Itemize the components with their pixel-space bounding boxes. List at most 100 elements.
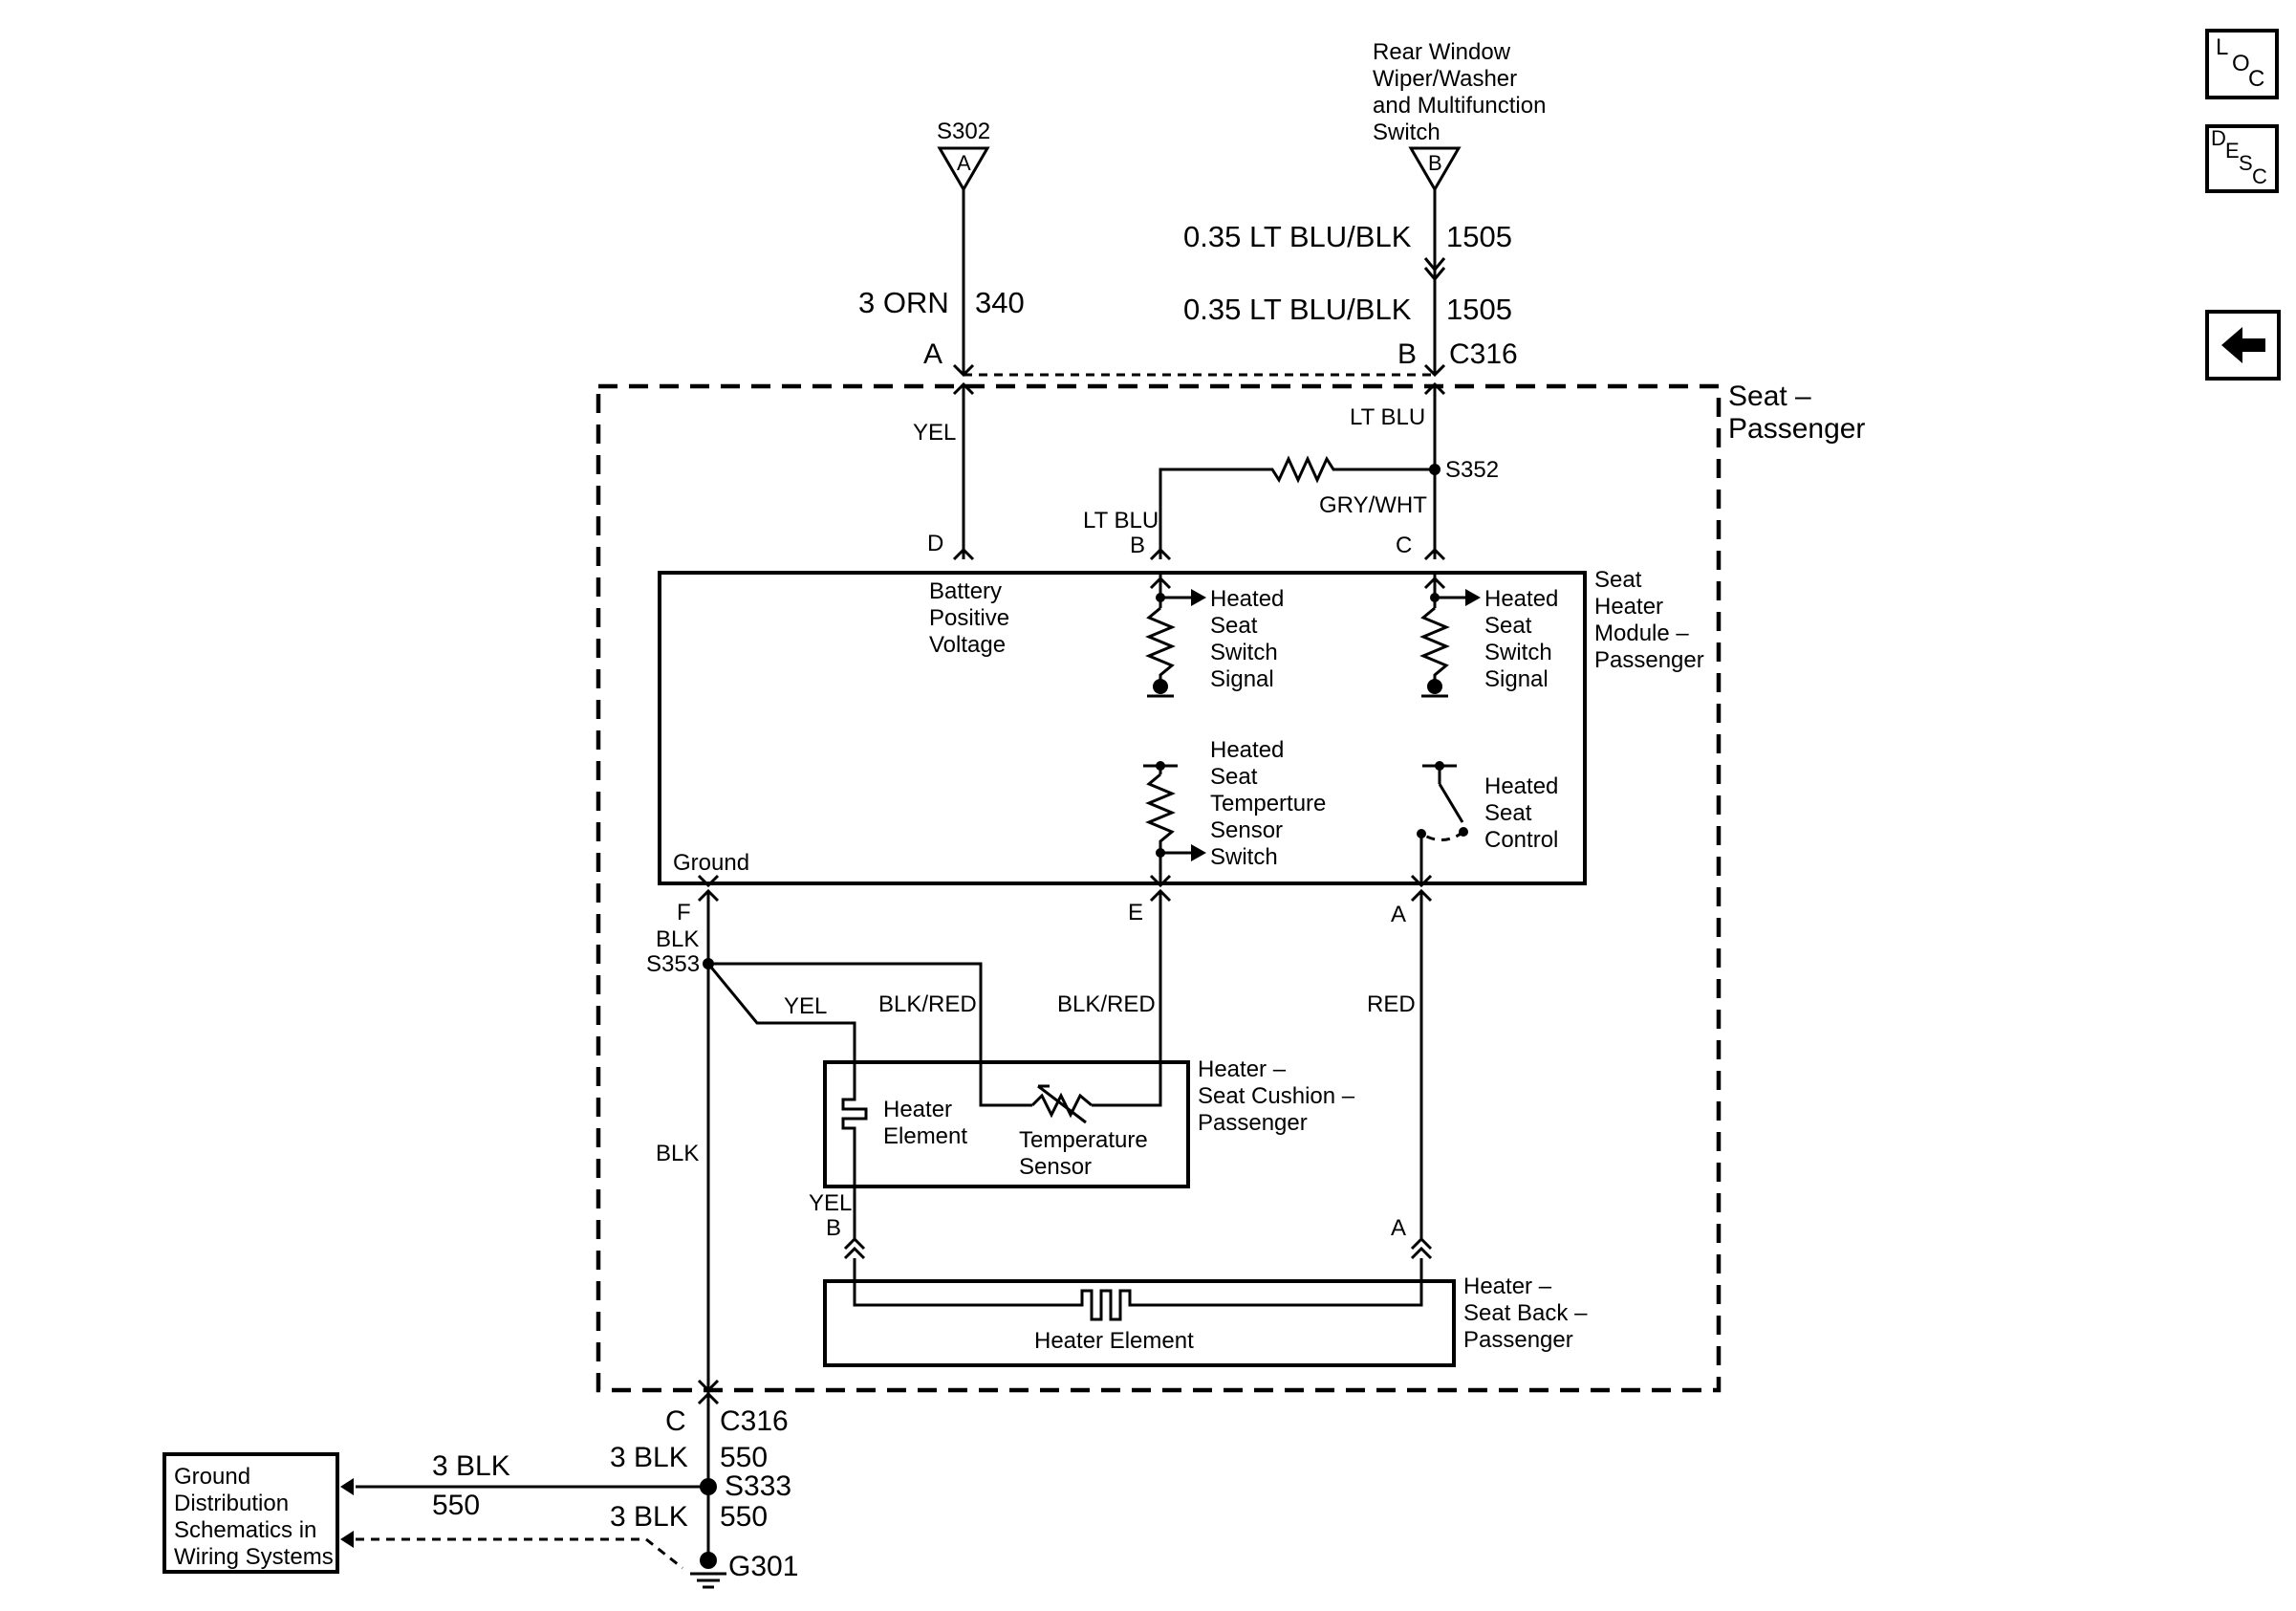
svg-text:BLK: BLK (656, 926, 699, 952)
svg-text:Module –: Module – (1594, 620, 1689, 646)
svg-text:Control: Control (1484, 827, 1558, 853)
c316-top-label: C316 (1449, 338, 1518, 370)
svg-text:Passenger: Passenger (1463, 1327, 1573, 1353)
svg-text:S: S (2239, 151, 2253, 175)
svg-text:Sensor: Sensor (1019, 1154, 1092, 1180)
svg-text:Voltage: Voltage (929, 632, 1006, 658)
svg-text:Rear Window: Rear Window (1373, 39, 1511, 65)
svg-text:LT BLU: LT BLU (1083, 508, 1159, 533)
svg-text:Distribution: Distribution (174, 1491, 289, 1516)
svg-text:Switch: Switch (1373, 120, 1440, 145)
svg-text:YEL: YEL (784, 993, 827, 1019)
svg-text:Switch: Switch (1210, 844, 1278, 870)
svg-text:Seat: Seat (1210, 764, 1258, 790)
svg-text:and Multifunction: and Multifunction (1373, 93, 1546, 119)
svg-text:GRY/WHT: GRY/WHT (1319, 492, 1427, 518)
svg-text:D: D (927, 531, 943, 556)
cushion-heater-element-icon (841, 1090, 868, 1239)
svg-text:B: B (1428, 151, 1442, 175)
heated-seat-temperature-sensor-switch: Heated Seat Temperture Sensor Switch (1143, 737, 1326, 883)
svg-text:C: C (1396, 533, 1412, 558)
svg-text:L: L (2216, 34, 2228, 60)
svg-text:Passenger: Passenger (1594, 647, 1704, 673)
heater-seat-back (823, 1279, 1456, 1367)
svg-text:O: O (2232, 51, 2250, 76)
left-arrow-icon (2221, 327, 2265, 363)
svg-text:LT BLU: LT BLU (1350, 404, 1425, 430)
svg-text:Wiper/Washer: Wiper/Washer (1373, 66, 1517, 92)
svg-text:Ground: Ground (174, 1464, 250, 1490)
s302-connector: S302 A (937, 119, 990, 192)
svg-text:Passenger: Passenger (1728, 413, 1865, 445)
heated-seat-switch-signal-2: Heated Seat Switch Signal (1419, 573, 1558, 698)
ground-g301-icon (690, 1552, 726, 1589)
seat-heater-module (658, 571, 1587, 885)
svg-text:Heater: Heater (883, 1097, 952, 1122)
heated-seat-control-switch: Heated Seat Control (1417, 761, 1558, 883)
svg-text:Heater –: Heater – (1463, 1274, 1552, 1299)
svg-text:Seat: Seat (1210, 613, 1258, 639)
svg-text:S352: S352 (1445, 457, 1499, 483)
svg-text:Ground: Ground (673, 850, 749, 876)
wire-label-lt-blu-upper: 0.35 LT BLU/BLK (1183, 220, 1412, 253)
svg-text:Switch: Switch (1484, 640, 1552, 665)
ground-distribution-link[interactable]: Ground Distribution Schematics in Wiring… (162, 1452, 339, 1574)
svg-text:Heated: Heated (1210, 586, 1284, 612)
svg-text:Heater: Heater (1594, 594, 1663, 620)
svg-text:C: C (2252, 164, 2267, 188)
svg-text:S333: S333 (725, 1470, 791, 1502)
desc-button[interactable]: D E S C (2205, 124, 2279, 193)
svg-text:B: B (1397, 338, 1417, 370)
svg-text:BLK: BLK (656, 1141, 699, 1166)
svg-text:Seat: Seat (1594, 567, 1642, 593)
svg-text:BLK/RED: BLK/RED (1057, 991, 1156, 1017)
svg-text:Positive: Positive (929, 605, 1009, 631)
svg-text:B: B (826, 1215, 841, 1241)
svg-text:3 BLK: 3 BLK (432, 1450, 510, 1482)
circuit-340: 340 (975, 286, 1025, 319)
svg-text:YEL: YEL (809, 1190, 852, 1216)
svg-text:YEL: YEL (913, 420, 956, 446)
wire-s353-yel (706, 963, 856, 1090)
svg-text:1505: 1505 (1446, 293, 1512, 326)
svg-text:Seat: Seat (1484, 613, 1532, 639)
svg-text:B: B (1130, 533, 1145, 558)
svg-text:Heated: Heated (1484, 586, 1558, 612)
heated-seat-switch-signal-1: Heated Seat Switch Signal (1145, 573, 1284, 698)
svg-text:A: A (1391, 1215, 1406, 1241)
heater-seat-cushion (823, 1060, 1190, 1188)
svg-text:D: D (2211, 126, 2226, 150)
svg-text:Heated: Heated (1210, 737, 1284, 763)
back-heater-element-icon (853, 1258, 1423, 1321)
svg-text:G301: G301 (728, 1551, 798, 1582)
svg-text:Seat: Seat (1484, 800, 1532, 826)
svg-text:3 BLK: 3 BLK (610, 1442, 688, 1473)
svg-text:Seat –: Seat – (1728, 381, 1811, 412)
wire-s353-blk-red (708, 962, 1032, 1107)
svg-text:Passenger: Passenger (1198, 1110, 1308, 1136)
wire-label-3-orn: 3 ORN (858, 286, 949, 319)
svg-text:Seat Cushion –: Seat Cushion – (1198, 1083, 1355, 1109)
svg-text:C: C (665, 1405, 686, 1437)
svg-text:A: A (1391, 902, 1406, 927)
svg-text:Heater –: Heater – (1198, 1056, 1287, 1082)
svg-text:Wiring Systems: Wiring Systems (174, 1544, 334, 1570)
back-button[interactable] (2205, 310, 2281, 381)
svg-text:Element: Element (883, 1123, 967, 1149)
svg-text:A: A (923, 338, 942, 370)
svg-text:E: E (1128, 900, 1143, 925)
loc-button[interactable]: L O C (2205, 29, 2279, 99)
svg-text:Signal: Signal (1484, 666, 1549, 692)
svg-text:BLK/RED: BLK/RED (878, 991, 977, 1017)
svg-text:Heated: Heated (1484, 773, 1558, 799)
svg-text:550: 550 (432, 1490, 480, 1521)
wire-label-lt-blu-lower: 0.35 LT BLU/BLK (1183, 293, 1412, 326)
svg-text:550: 550 (720, 1442, 768, 1473)
svg-text:Temperature: Temperature (1019, 1127, 1148, 1153)
wire-blk-red-pin-e (1092, 891, 1162, 1107)
svg-text:3 BLK: 3 BLK (610, 1501, 688, 1533)
svg-text:S302: S302 (937, 119, 990, 144)
s352-resistor-branch (1159, 455, 1435, 559)
svg-text:Battery: Battery (929, 578, 1002, 604)
